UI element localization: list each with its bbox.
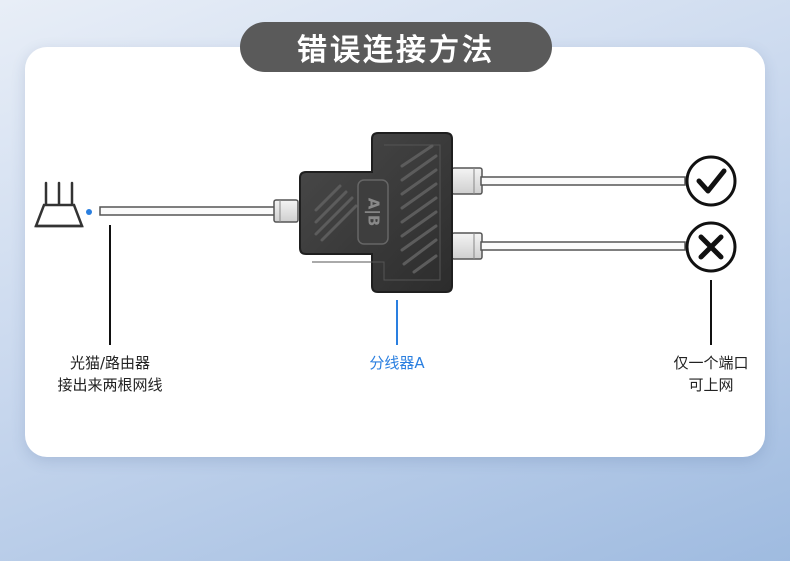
source-point [86,209,92,215]
splitter-body: A|B [299,132,453,293]
splitter-badge [357,179,389,245]
port-label: 仅一个端口 可上网 [648,352,774,396]
source-label-line1: 光猫/路由器 [69,354,151,372]
cross-icon [685,221,737,273]
page-title: 错误连接方法 [240,22,552,72]
input-cable [99,199,299,223]
splitter-badge-text: A|B [364,198,383,227]
output-cable-bottom [451,232,686,260]
source-label-line2: 接出来两根网线 [57,376,163,394]
source-label: 光猫/路由器 接出来两根网线 [35,352,185,396]
port-label-line1: 仅一个端口 [673,354,749,372]
splitter-label-text: 分线器A [369,354,425,372]
output-cable-top [451,167,686,195]
router-icon [34,181,84,228]
port-label-line2: 可上网 [688,376,734,394]
splitter-label: 分线器A [335,352,459,374]
check-icon [685,155,737,207]
